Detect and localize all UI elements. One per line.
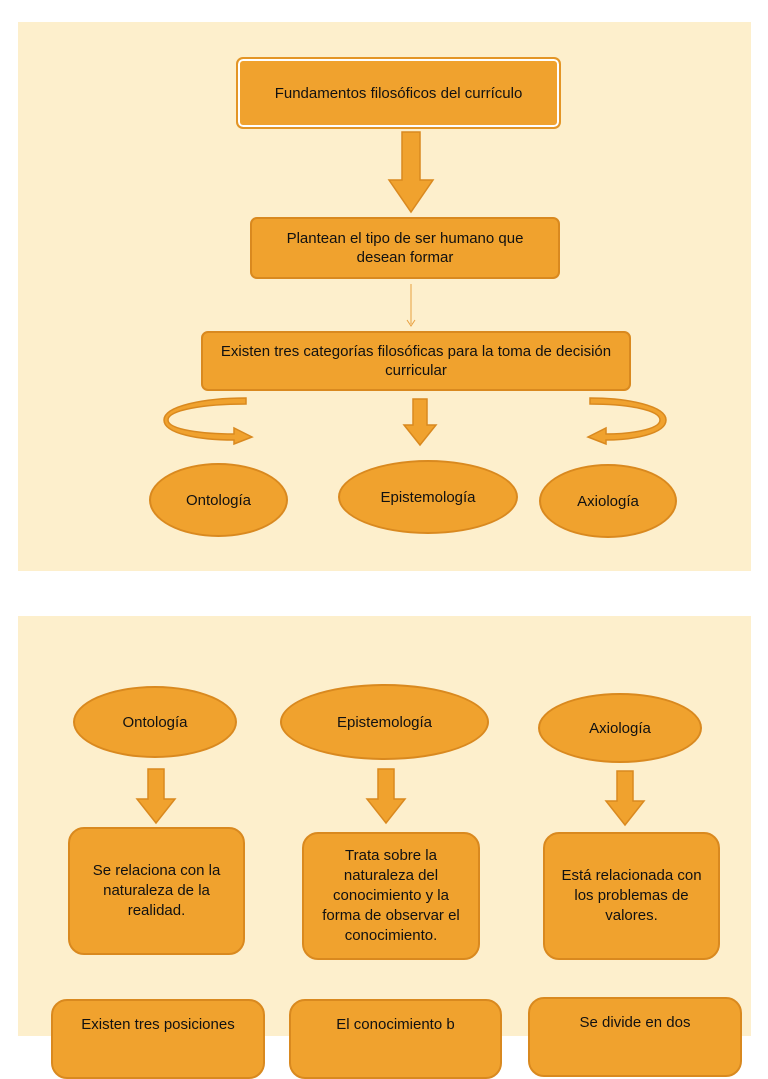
header-ontologia: Ontología bbox=[73, 686, 237, 758]
header-label: Axiología bbox=[589, 719, 651, 737]
step3-box: Existen tres categorías filosóficas para… bbox=[201, 331, 631, 391]
header-label: Ontología bbox=[122, 713, 188, 731]
category-label: Epistemología bbox=[380, 488, 476, 506]
category-epistemologia: Epistemología bbox=[338, 460, 518, 534]
bottom-label: Existen tres posiciones bbox=[81, 1016, 235, 1033]
down-arrow-icon bbox=[402, 398, 438, 447]
description-label: Se relaciona con la naturaleza de la rea… bbox=[92, 862, 221, 919]
description-label: Trata sobre la naturaleza del conocimien… bbox=[322, 847, 460, 944]
down-arrow-icon bbox=[135, 768, 177, 825]
bottom-label: El conocimiento b bbox=[336, 1016, 455, 1033]
category-ontologia: Ontología bbox=[149, 463, 288, 537]
curved-arrow-right-icon bbox=[163, 397, 254, 446]
root-label: Fundamentos filosóficos del currículo bbox=[274, 84, 523, 102]
description-epistemologia: Trata sobre la naturaleza del conocimien… bbox=[302, 832, 480, 960]
down-arrow-icon bbox=[604, 770, 646, 827]
description-ontologia: Se relaciona con la naturaleza de la rea… bbox=[68, 827, 245, 955]
step2-box: Plantean el tipo de ser humano que desea… bbox=[250, 217, 560, 279]
thin-down-arrow-icon bbox=[406, 284, 416, 327]
header-epistemologia: Epistemología bbox=[280, 684, 489, 760]
slide-2: Ontología Epistemología Axiología Se rel… bbox=[18, 616, 751, 1079]
curved-arrow-left-icon bbox=[586, 397, 667, 446]
description-label: Está relacionada con los problemas de va… bbox=[561, 867, 702, 924]
bottom-box-ontologia: Existen tres posiciones bbox=[51, 999, 265, 1079]
category-axiologia: Axiología bbox=[539, 464, 677, 538]
root-box: Fundamentos filosóficos del currículo bbox=[236, 57, 561, 129]
down-arrow-icon bbox=[365, 768, 407, 825]
category-label: Axiología bbox=[577, 492, 639, 510]
description-axiologia: Está relacionada con los problemas de va… bbox=[543, 832, 720, 960]
header-label: Epistemología bbox=[336, 713, 433, 731]
down-arrow-icon bbox=[387, 131, 435, 214]
bottom-box-axiologia: Se divide en dos bbox=[528, 997, 742, 1077]
bottom-label: Se divide en dos bbox=[579, 1014, 691, 1031]
header-axiologia: Axiología bbox=[538, 693, 702, 763]
category-label: Ontología bbox=[185, 491, 252, 509]
step3-label: Existen tres categorías filosóficas para… bbox=[220, 343, 612, 379]
slide-1: Fundamentos filosóficos del currículo Pl… bbox=[18, 22, 751, 571]
step2-label: Plantean el tipo de ser humano que desea… bbox=[286, 230, 524, 266]
bottom-box-epistemologia: El conocimiento b bbox=[289, 999, 502, 1079]
